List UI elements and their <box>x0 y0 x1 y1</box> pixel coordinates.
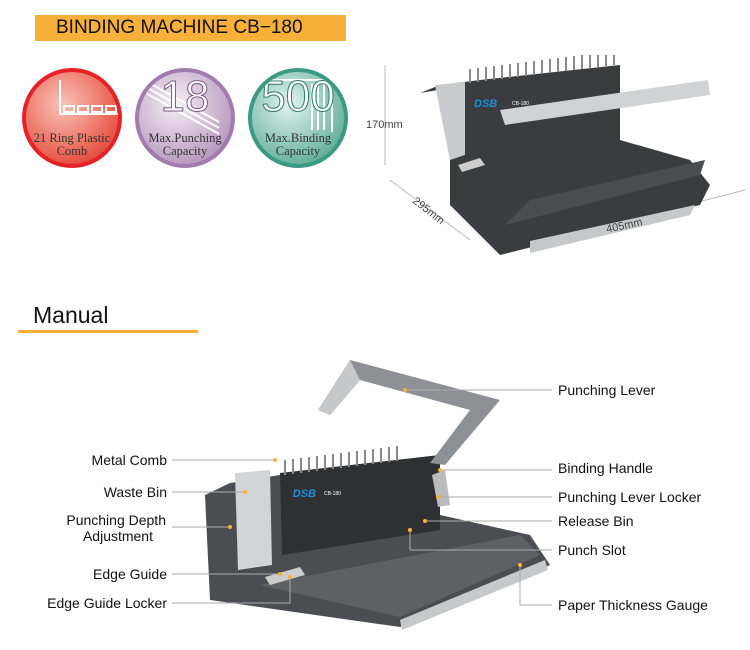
feature-badge-comb: 21 Ring Plastic Comb <box>22 68 122 168</box>
product-photo-manual: DSB CB-180 <box>172 360 552 630</box>
label-adjustment: Adjustment <box>82 528 153 544</box>
label-release-bin: Release Bin <box>558 513 634 529</box>
model-label: CB-180 <box>324 491 341 497</box>
paper-stack-icon <box>143 79 220 135</box>
product-title: BINDING MACHINE CB−180 <box>56 17 303 38</box>
comb-icon <box>59 80 118 115</box>
brand-logo: DSB <box>474 98 497 110</box>
badge-number: 500 <box>261 72 335 122</box>
label-punch-slot: Punch Slot <box>558 542 626 558</box>
heading-underline <box>18 330 198 333</box>
label-metal-comb: Metal Comb <box>91 452 167 468</box>
product-photo-top: DSB CB-180 <box>384 55 746 255</box>
brand-logo: DSB <box>293 488 316 500</box>
leader-lines <box>172 389 552 606</box>
badge-caption: Max.Punching Capacity <box>148 131 222 158</box>
feature-badge-punching: 18 Max.Punching Capacity <box>135 68 235 168</box>
binding-stack-icon <box>262 79 333 132</box>
model-label: CB-180 <box>512 101 529 107</box>
badge-caption: Max.Binding Capacity <box>264 131 332 158</box>
label-paper-thickness-gauge: Paper Thickness Gauge <box>558 597 708 613</box>
label-edge-guide: Edge Guide <box>93 566 167 582</box>
manual-heading: Manual <box>33 302 109 328</box>
height-dimension: 170mm <box>366 119 403 131</box>
badge-number: 18 <box>160 72 210 122</box>
label-punching-lever: Punching Lever <box>558 382 656 398</box>
product-title-banner: BINDING MACHINE CB−180 <box>35 15 346 41</box>
badge-caption: 21 Ring Plastic Comb <box>33 131 111 158</box>
label-punching-lever-locker: Punching Lever Locker <box>558 489 702 505</box>
label-waste-bin: Waste Bin <box>103 484 167 500</box>
feature-badge-binding: 500 Max.Binding Capacity <box>248 68 348 168</box>
label-binding-handle: Binding Handle <box>558 460 653 476</box>
label-edge-guide-locker: Edge Guide Locker <box>47 595 167 611</box>
label-punching-depth: Punching Depth <box>66 512 166 528</box>
